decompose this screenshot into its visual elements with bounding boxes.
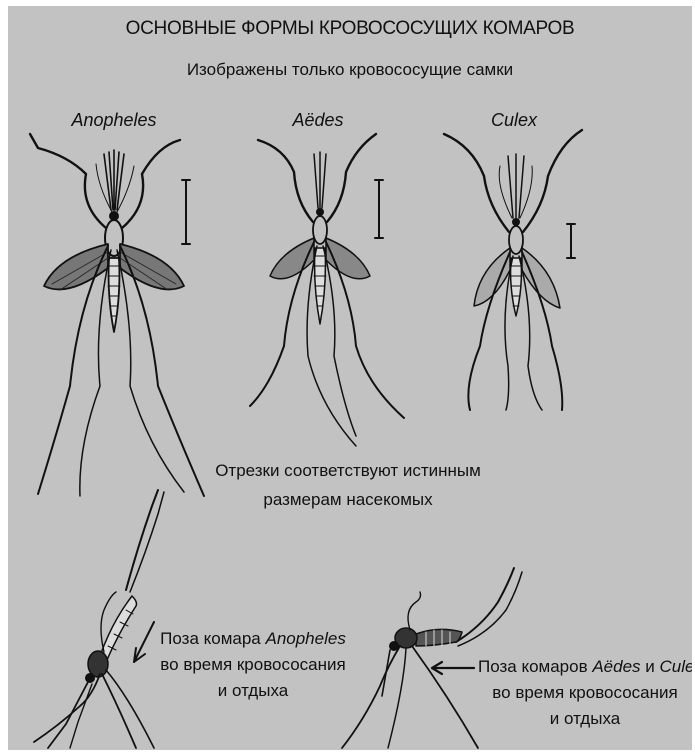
diagram-subtitle: Изображены только кровососущие самки [8, 60, 692, 80]
pose-caption-aedes-culex-prefix: Поза комаров [478, 657, 592, 676]
scale-note-line1: Отрезки соответствуют истинным [148, 456, 548, 485]
genus-label-culex: Culex [444, 110, 584, 131]
pose-caption-anopheles-line1: Поза комара Anopheles [138, 626, 368, 652]
pose-caption-anopheles-line2: во время кровососания [138, 652, 368, 678]
aedes-culex-pose-arrow [432, 662, 474, 674]
pose-caption-aedes-culex-line2: во время кровососания [478, 680, 692, 706]
aedes-scale-bar [375, 180, 383, 238]
pose-caption-aedes-culex-line1: Поза комаров Aëdes и Culex [478, 654, 692, 680]
pose-caption-culex-genus: Culex [660, 657, 693, 676]
pose-caption-aedes-culex-line3: и отдыха [478, 706, 692, 732]
anopheles-scale-bar [182, 180, 190, 244]
pose-caption-aedes-culex: Поза комаров Aëdes и Culex во время кров… [478, 654, 692, 732]
pose-caption-conjunction: и [641, 657, 660, 676]
diagram-canvas: ОСНОВНЫЕ ФОРМЫ КРОВОСОСУЩИХ КОМАРОВ Изоб… [8, 6, 692, 750]
scale-note: Отрезки соответствуют истинным размерам … [148, 456, 548, 514]
culex-scale-bar [567, 224, 575, 258]
scale-note-line2: размерам насекомых [148, 485, 548, 514]
pose-caption-anopheles-genus: Anopheles [265, 629, 345, 648]
culex-top-view [444, 130, 582, 410]
pose-caption-aedes-genus: Aëdes [592, 657, 640, 676]
pose-caption-anopheles-line3: и отдыха [138, 678, 368, 704]
diagram-title: ОСНОВНЫЕ ФОРМЫ КРОВОСОСУЩИХ КОМАРОВ [8, 18, 692, 40]
pose-caption-anopheles-prefix: Поза комара [160, 629, 265, 648]
pose-caption-anopheles: Поза комара Anopheles во время кровососа… [138, 626, 368, 704]
anopheles-side-view [34, 490, 164, 748]
genus-label-aedes: Aëdes [248, 110, 388, 131]
genus-label-anopheles: Anopheles [44, 110, 184, 131]
anopheles-top-view [30, 134, 204, 496]
